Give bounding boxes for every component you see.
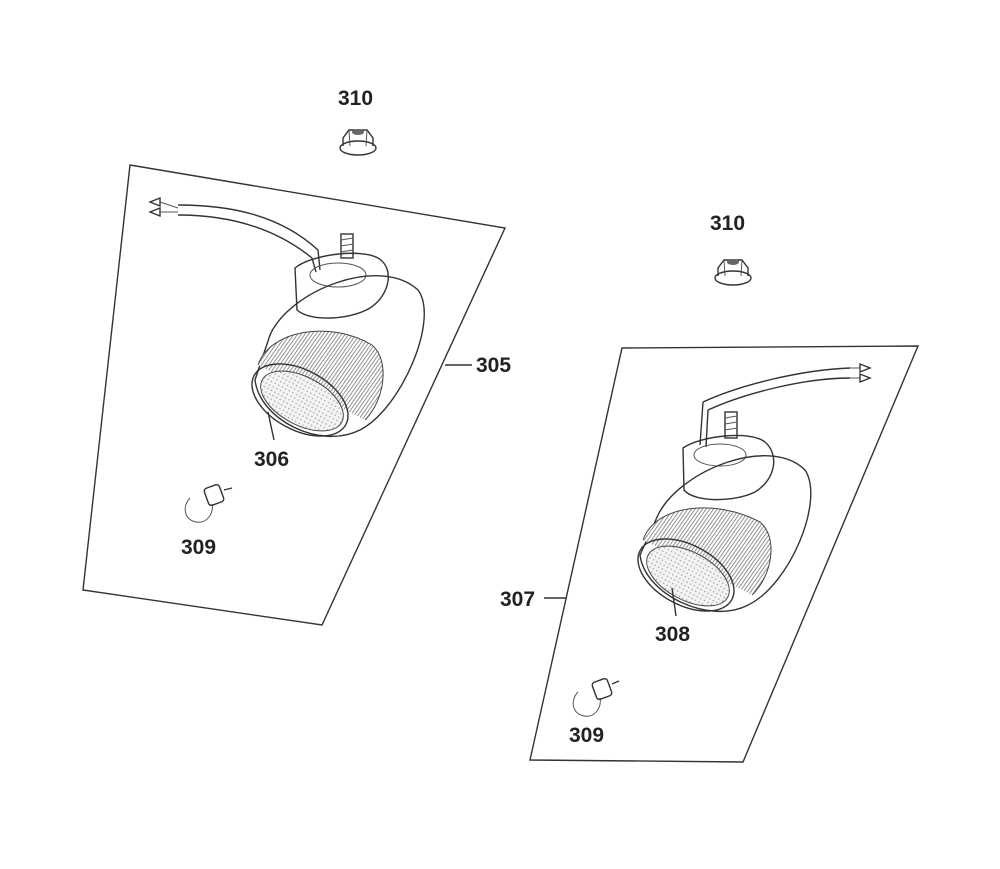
flange-nut-left (339, 129, 377, 156)
assembly-frame-left (82, 164, 507, 626)
mounting-stud-left (340, 233, 354, 259)
wire-harness-right (699, 362, 872, 448)
lamp-housing-left (251, 252, 425, 438)
lamp-housing-right (637, 434, 812, 613)
callout-bulb-left: 309 (181, 536, 216, 559)
bulb-right (572, 677, 620, 717)
callout-lens-right: 308 (655, 623, 690, 646)
mounting-stud-right (724, 411, 738, 439)
flange-nut-right (714, 259, 752, 286)
assembly-frame-right (529, 345, 920, 763)
callout-lamp-assy-left: 305 (476, 354, 511, 377)
callout-bulb-right: 309 (569, 724, 604, 747)
callout-lamp-assy-right: 307 (500, 588, 535, 611)
bulb-left (184, 483, 233, 523)
callout-nut-left: 310 (338, 87, 373, 110)
callout-lens-left: 306 (254, 448, 289, 471)
callout-nut-right: 310 (710, 212, 745, 235)
wire-harness-left (148, 196, 321, 273)
